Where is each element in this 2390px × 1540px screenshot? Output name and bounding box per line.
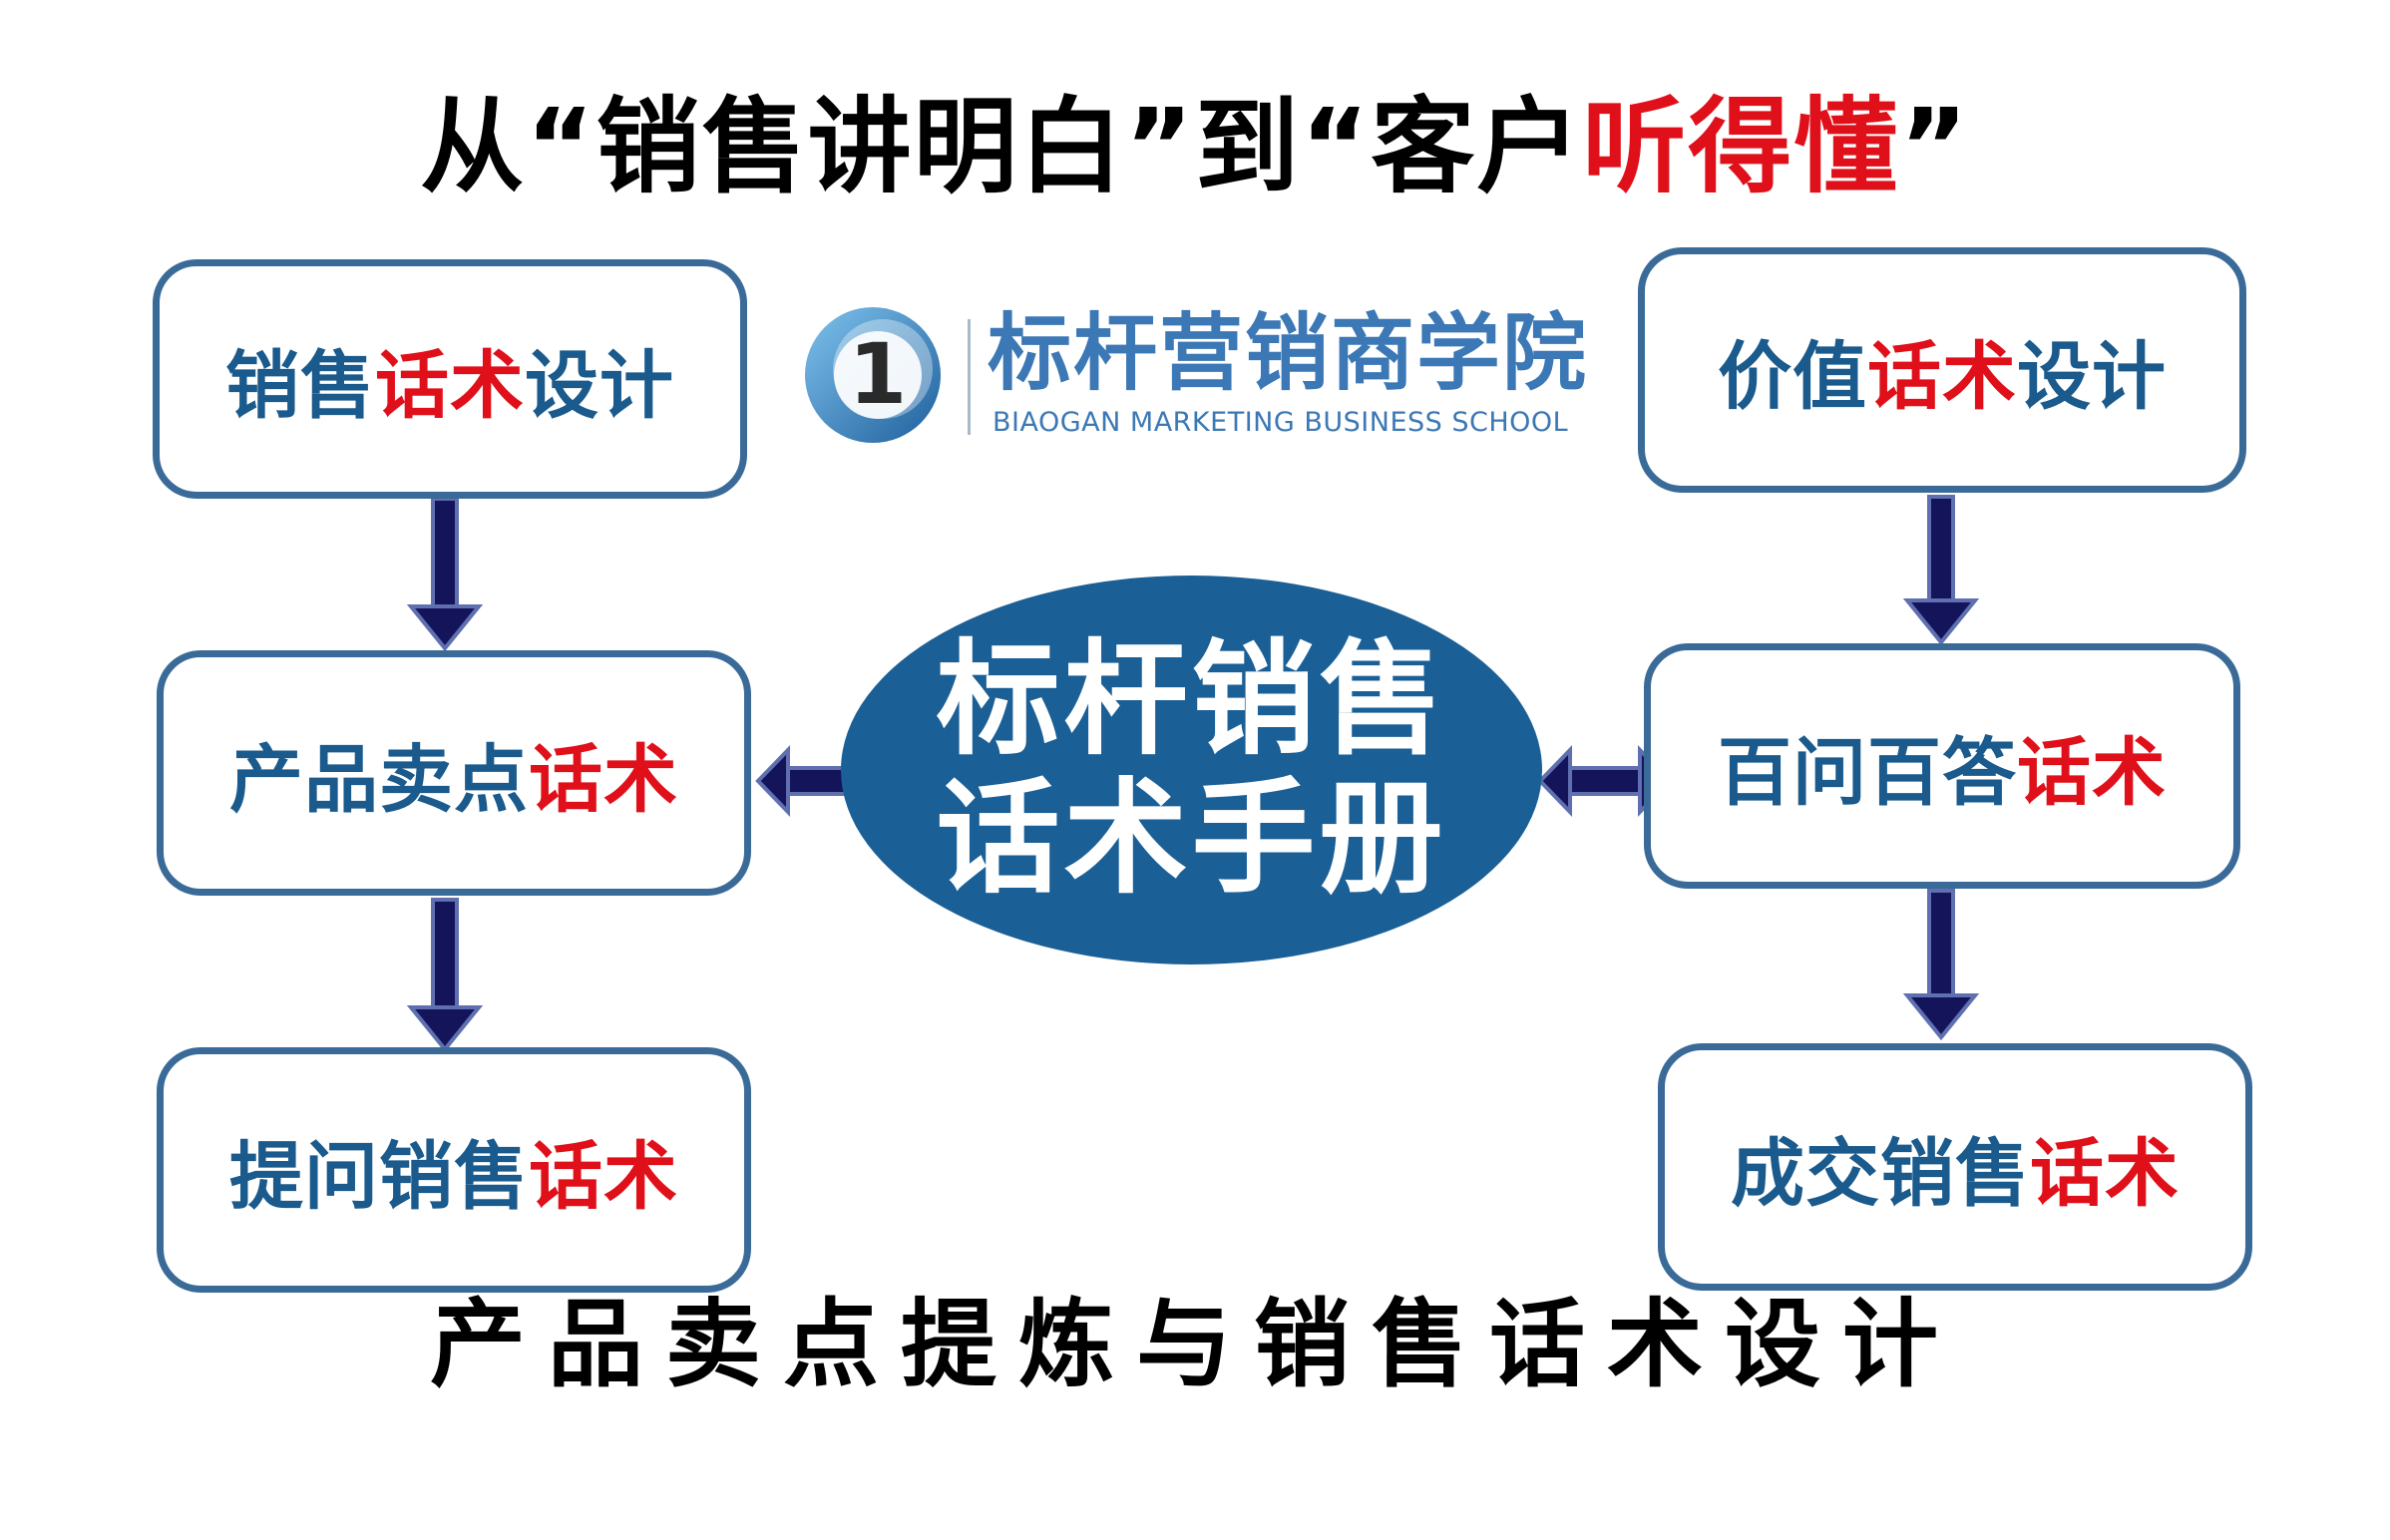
page-subtitle: 产品卖点提炼与销售话术设计	[430, 1289, 1960, 1400]
box-text-blue: 提问销售	[229, 1133, 529, 1220]
box-text-red: 话术	[2017, 729, 2167, 816]
box-product-selling-point-script: 产品卖点话术	[157, 650, 751, 896]
logo-name-cn: 标杆营销商学院	[988, 304, 1589, 402]
arrow-down-right-1	[1902, 495, 1980, 646]
logo-badge-icon: 1	[805, 307, 941, 443]
center-line-2: 话术手册	[936, 767, 1447, 911]
box-text-red: 话术	[529, 736, 678, 823]
title-part-3: ”	[1899, 86, 1970, 207]
title-part-1: 从“销售讲明白”到“客户	[420, 86, 1583, 207]
logo-badge-number: 1	[849, 325, 907, 423]
logo-name-en: BIAOGAN MARKETING BUSINESS SCHOOL	[993, 407, 1569, 438]
box-text-red: 话术	[1867, 333, 2017, 420]
box-text-blue-2: 设计	[525, 342, 674, 429]
box-text-blue: 产品卖点	[229, 736, 529, 823]
box-sales-script-design: 销售话术设计	[153, 259, 747, 499]
school-logo: 1 标杆营销商学院 BIAOGAN MARKETING BUSINESS SCH…	[788, 297, 1586, 447]
arrow-down-right-2	[1902, 889, 1980, 1041]
box-text-blue: 价值	[1718, 333, 1867, 420]
logo-divider	[968, 319, 971, 435]
page-title: 从“销售讲明白”到“客户听得懂”	[0, 95, 2390, 198]
box-questioning-sales-script: 提问销售话术	[157, 1047, 751, 1293]
arrow-down-left-1	[406, 497, 484, 652]
arrow-down-left-2	[406, 898, 484, 1053]
box-text-red: 话术	[375, 342, 525, 429]
box-text-red: 话术	[529, 1133, 678, 1220]
box-text-blue: 成交销售	[1731, 1130, 2030, 1217]
box-text-blue: 销售	[225, 342, 375, 429]
box-text-blue-2: 设计	[2017, 333, 2167, 420]
box-text-red: 话术	[2030, 1130, 2180, 1217]
title-highlight: 听得懂	[1582, 86, 1900, 207]
box-hundred-qa-script: 百问百答话术	[1644, 643, 2240, 889]
box-closing-sales-script: 成交销售话术	[1658, 1043, 2252, 1291]
box-text-blue: 百问百答	[1718, 729, 2017, 816]
center-handbook-ellipse: 标杆销售 话术手册	[841, 576, 1542, 964]
box-value-script-design: 价值话术设计	[1638, 247, 2246, 493]
center-line-1: 标杆销售	[936, 628, 1447, 773]
